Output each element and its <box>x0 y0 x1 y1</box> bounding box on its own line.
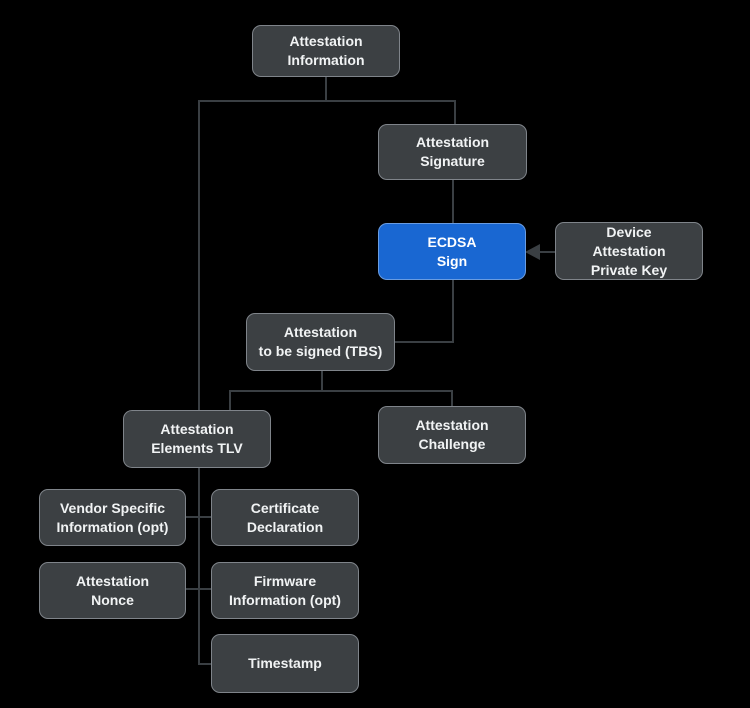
node-vendor-specific-information: Vendor Specific Information (opt) <box>39 489 186 546</box>
connector-ecdsa-to-tbs <box>395 341 454 343</box>
connector-tbs-down <box>321 371 323 392</box>
node-firmware-information: Firmware Information (opt) <box>211 562 359 619</box>
node-certificate-declaration: Certificate Declaration <box>211 489 359 546</box>
connector-to-signature <box>454 100 456 125</box>
node-device-attestation-private-key: Device Attestation Private Key <box>555 222 703 280</box>
connector-row3 <box>198 663 211 665</box>
connector-info-down <box>325 77 327 102</box>
node-attestation-information: Attestation Information <box>252 25 400 77</box>
arrowhead-left-icon <box>525 244 540 260</box>
connector-key-to-ecdsa <box>539 251 556 253</box>
node-attestation-nonce: Attestation Nonce <box>39 562 186 619</box>
node-timestamp: Timestamp <box>211 634 359 693</box>
connector-top-horizontal <box>198 100 456 102</box>
connector-row1 <box>186 516 211 518</box>
node-attestation-signature: Attestation Signature <box>378 124 527 180</box>
node-attestation-elements-tlv: Attestation Elements TLV <box>123 410 271 468</box>
connector-info-to-tlv <box>198 100 200 411</box>
connector-tbs-horizontal <box>229 390 453 392</box>
connector-to-tlv <box>229 390 231 411</box>
connector-row2 <box>186 588 211 590</box>
node-attestation-challenge: Attestation Challenge <box>378 406 526 464</box>
node-attestation-tbs: Attestation to be signed (TBS) <box>246 313 395 371</box>
connector-tlv-spine <box>198 468 200 665</box>
node-ecdsa-sign: ECDSA Sign <box>378 223 526 280</box>
connector-signature-to-ecdsa <box>452 180 454 224</box>
connector-to-challenge <box>451 390 453 407</box>
connector-ecdsa-down <box>452 280 454 343</box>
